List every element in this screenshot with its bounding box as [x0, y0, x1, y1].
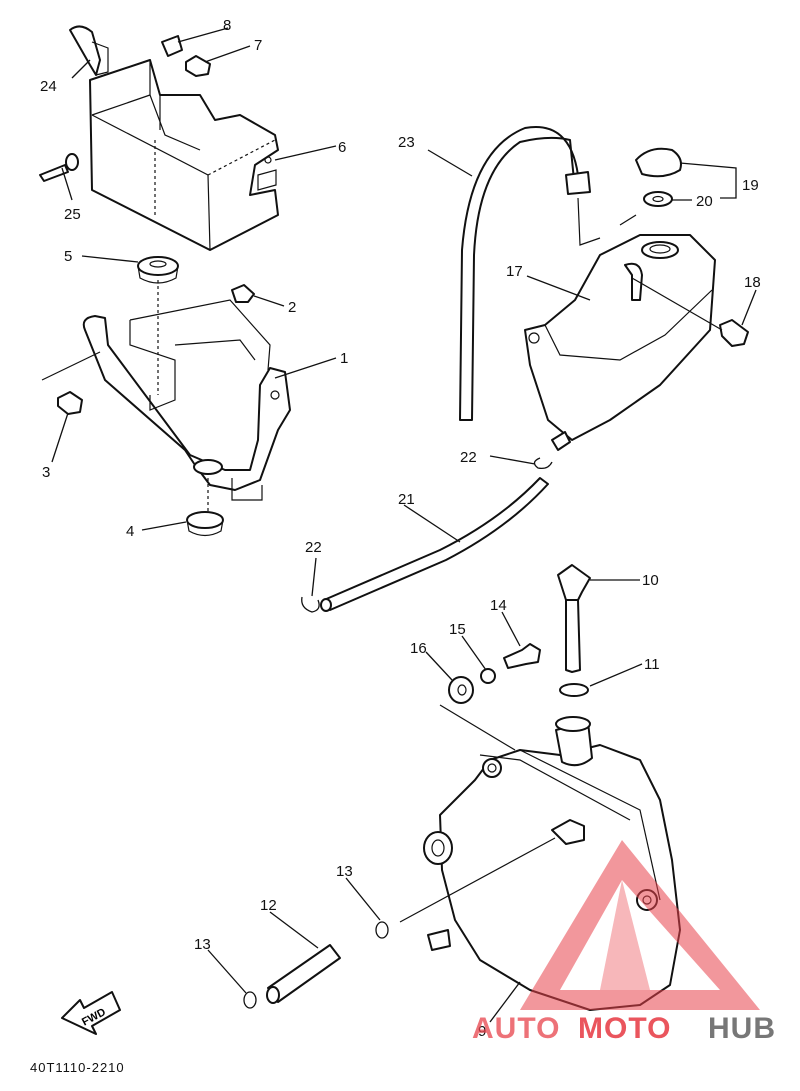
guide-line-23 [577, 197, 637, 246]
label-2: 2 [288, 299, 296, 316]
oil-level-gauge-part-10 [557, 564, 591, 673]
label-22-lower: 22 [305, 539, 322, 556]
label-14: 14 [490, 597, 507, 614]
bolt-part-7 [185, 55, 211, 77]
watermark-moto: MOTO [578, 1012, 671, 1045]
label-22-upper: 22 [460, 449, 477, 466]
seal-part-20 [643, 191, 673, 207]
battery-stay-part-1 [82, 299, 291, 501]
grommet-part-16 [448, 676, 474, 704]
guide-line-18 [631, 277, 723, 331]
label-12: 12 [260, 897, 277, 914]
breather-hose-part-23 [459, 126, 591, 421]
label-13-right: 13 [336, 863, 353, 880]
watermark-logo [520, 840, 760, 1010]
guide-line-12 [399, 837, 556, 923]
diagram-code: 40T1110-2210 [30, 1060, 125, 1075]
label-17: 17 [506, 263, 523, 280]
label-1: 1 [340, 350, 348, 367]
label-8: 8 [223, 17, 231, 34]
guide-line-16 [439, 704, 516, 751]
bolt-part-14 [503, 643, 541, 669]
clip-part-13-right [375, 921, 389, 939]
damper-part-4 [186, 511, 224, 537]
battery-box-part-6 [89, 59, 279, 251]
damper-part-5 [137, 256, 179, 284]
oil-tank-part-9 [423, 716, 681, 1011]
o-ring-part-11 [559, 683, 589, 697]
nut-part-2 [231, 284, 255, 303]
label-10: 10 [642, 572, 659, 589]
label-20: 20 [696, 193, 713, 210]
clip-part-13-left [243, 991, 257, 1009]
cap-part-19 [635, 147, 682, 178]
label-15: 15 [449, 621, 466, 638]
label-6: 6 [338, 139, 346, 156]
label-23: 23 [398, 134, 415, 151]
label-9: 9 [478, 1023, 486, 1040]
watermark-auto: AUTO [472, 1012, 560, 1045]
label-11: 11 [644, 656, 660, 673]
label-25: 25 [64, 206, 81, 223]
label-24: 24 [40, 78, 57, 95]
label-13-left: 13 [194, 936, 211, 953]
part-labels: 24 8 7 6 25 5 2 1 3 4 23 19 20 17 18 22 … [40, 17, 761, 1040]
clip-part-22-lower [301, 596, 320, 613]
rivet-part-25 [39, 153, 79, 182]
label-21: 21 [398, 491, 415, 508]
watermark-hub: HUB [708, 1012, 776, 1045]
label-18: 18 [744, 274, 761, 291]
label-16: 16 [410, 640, 427, 657]
label-5: 5 [64, 248, 72, 265]
clip-part-24 [69, 25, 109, 76]
label-4: 4 [126, 523, 134, 540]
label-3: 3 [42, 464, 50, 481]
bolt-part-3 [57, 391, 83, 415]
fwd-arrow-icon: FWD [61, 991, 121, 1035]
watermark-triangle-icon [520, 840, 760, 1010]
leader-lines [51, 27, 757, 1023]
label-7: 7 [254, 37, 262, 54]
watermark-text: AUTO MOTO HUB [472, 1012, 776, 1045]
hose-part-12 [266, 944, 341, 1004]
guide-line-3 [41, 351, 101, 381]
clip-part-22-upper [533, 457, 553, 470]
bolt-part-18 [719, 319, 749, 347]
label-19: 19 [742, 177, 759, 194]
reservoir-tank-part-17 [524, 234, 716, 451]
collar-part-15 [480, 668, 496, 684]
hose-part-21 [320, 477, 549, 612]
bracket-part-8 [161, 35, 183, 57]
